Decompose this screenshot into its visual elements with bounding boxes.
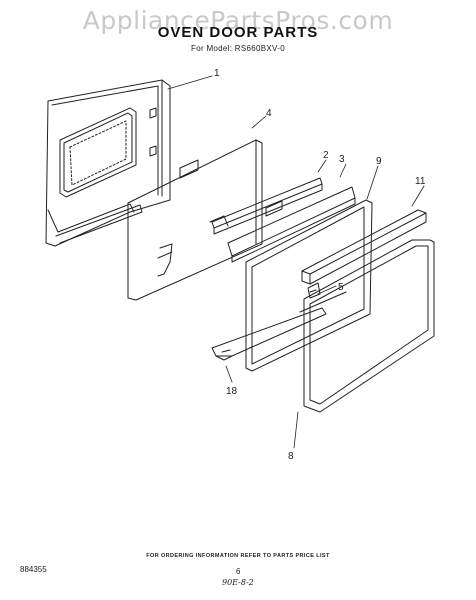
lower-trim-strip bbox=[227, 186, 356, 263]
callout-2: 2 bbox=[323, 150, 329, 161]
door-frame bbox=[303, 239, 435, 413]
leader-lines bbox=[167, 75, 425, 449]
callout-11: 11 bbox=[415, 176, 426, 187]
page-number: 6 bbox=[236, 567, 241, 576]
glass-panel bbox=[245, 199, 373, 372]
outer-door-panel bbox=[45, 79, 171, 247]
callout-1: 1 bbox=[214, 68, 220, 79]
callout-8: 8 bbox=[288, 451, 294, 462]
upper-trim-strip bbox=[211, 177, 323, 235]
watermark: AppliancePartsPros.com bbox=[82, 6, 394, 35]
top-trim-bar bbox=[301, 209, 427, 285]
hinge-clip bbox=[299, 282, 347, 313]
callout-9: 9 bbox=[376, 156, 382, 167]
callout-18: 18 bbox=[226, 386, 238, 397]
ordering-note: FOR ORDERING INFORMATION REFER TO PARTS … bbox=[146, 553, 330, 559]
callout-3: 3 bbox=[339, 154, 345, 165]
inner-panel bbox=[127, 139, 283, 301]
callout-5: 5 bbox=[338, 282, 344, 293]
document-number: 884355 bbox=[20, 565, 47, 574]
callout-4: 4 bbox=[266, 108, 272, 119]
handwritten-note: 90E-8-2 bbox=[222, 578, 254, 587]
model-subtitle: For Model: RS660BXV-0 bbox=[191, 44, 285, 53]
bottom-trim-strip bbox=[211, 307, 327, 361]
page-title: OVEN DOOR PARTS bbox=[157, 24, 319, 41]
